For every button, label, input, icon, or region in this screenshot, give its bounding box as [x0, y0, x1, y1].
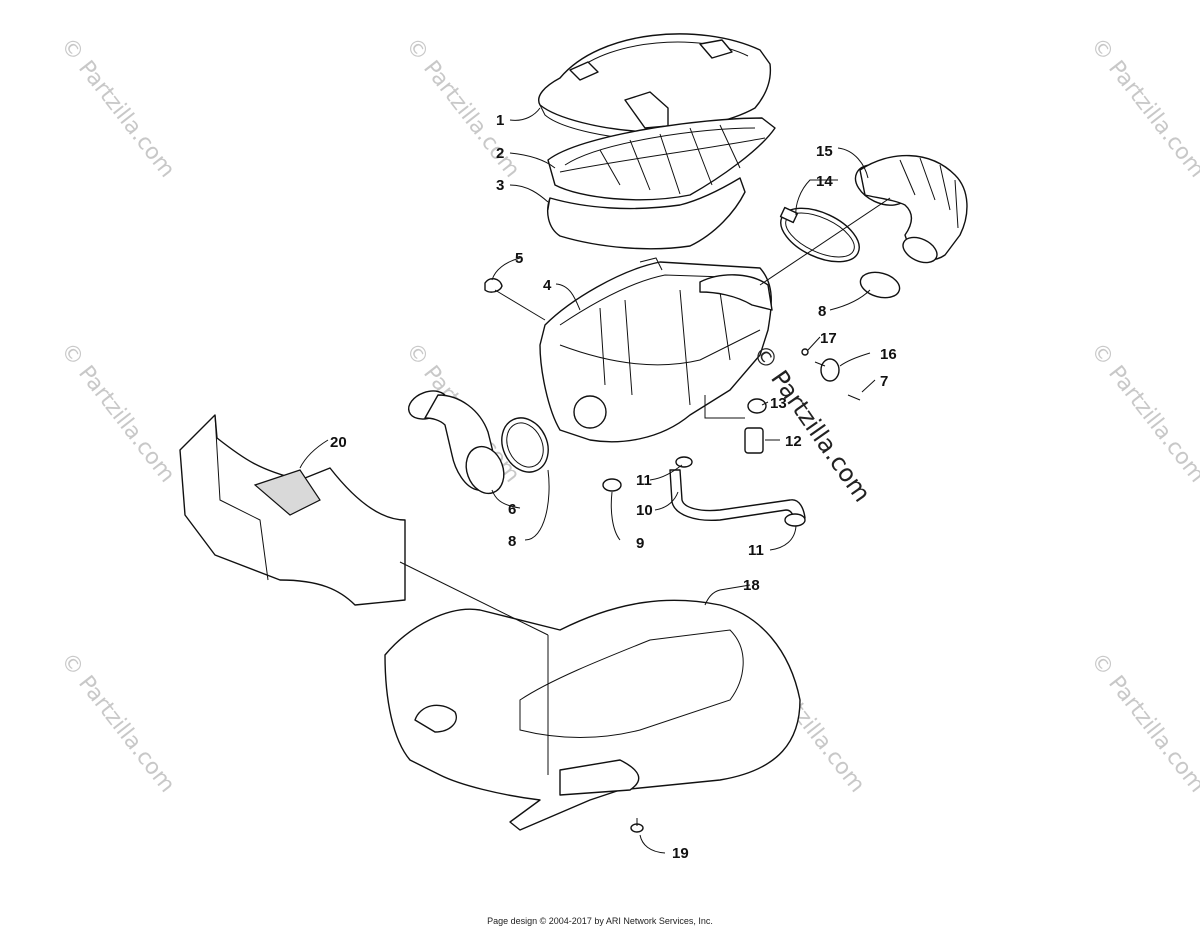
callout-4: 4 — [543, 277, 552, 294]
callout-11-upper: 11 — [636, 472, 652, 489]
part-14-large-clamp[interactable] — [773, 197, 868, 272]
part-12-cap[interactable] — [744, 427, 764, 454]
callout-7: 7 — [880, 373, 888, 390]
part-20-duct[interactable] — [179, 414, 406, 606]
callout-19: 19 — [672, 845, 689, 862]
part-8-clamp-upper[interactable] — [858, 268, 903, 302]
assembly-guide-lines — [399, 197, 891, 775]
callout-5: 5 — [515, 250, 523, 267]
watermark-mr: © Partzilla.com — [1085, 338, 1200, 487]
callout-11-lower: 11 — [748, 542, 764, 559]
callout-12: 12 — [785, 433, 802, 450]
part-2-filter-frame[interactable] — [547, 117, 776, 201]
part-13-fitting[interactable] — [747, 398, 767, 414]
callout-8-lower: 8 — [508, 533, 516, 550]
callout-17: 17 — [820, 330, 837, 347]
callout-16: 16 — [880, 346, 897, 363]
part-1-airbox-cover[interactable] — [538, 33, 772, 141]
watermark-tc: © Partzilla.com — [400, 33, 524, 182]
watermark-bl: © Partzilla.com — [55, 648, 179, 797]
watermark-br: © Partzilla.com — [1085, 648, 1200, 797]
part-11-clamp-b[interactable] — [784, 513, 806, 527]
callout-14: 14 — [816, 173, 833, 190]
watermark-tl: © Partzilla.com — [55, 33, 179, 182]
part-6-outlet-elbow[interactable] — [405, 386, 510, 499]
part-10-drain-hose[interactable] — [669, 469, 806, 522]
part-17-pin[interactable] — [801, 348, 809, 356]
watermark-tr: © Partzilla.com — [1085, 33, 1200, 182]
callout-20: 20 — [330, 434, 347, 451]
part-19-push-rivet[interactable] — [630, 818, 644, 833]
callout-13: 13 — [770, 395, 787, 412]
callout-1: 1 — [496, 112, 504, 129]
callout-3: 3 — [496, 177, 504, 194]
page-footer: Page design © 2004-2017 by ARI Network S… — [487, 916, 713, 926]
callout-10: 10 — [636, 502, 653, 519]
callout-2: 2 — [496, 145, 504, 162]
watermark-main: © Partzilla.com — [747, 339, 876, 507]
part-18-skid-plate[interactable] — [384, 599, 801, 831]
part-8-clamp-lower[interactable] — [493, 410, 557, 479]
part-16-valve[interactable] — [814, 358, 840, 382]
part-7-screw[interactable] — [847, 394, 861, 401]
callout-18: 18 — [743, 577, 760, 594]
callout-8-upper: 8 — [818, 303, 826, 320]
part-9-grommet[interactable] — [602, 478, 622, 492]
part-11-clamp-a[interactable] — [675, 456, 693, 468]
callout-9: 9 — [636, 535, 644, 552]
part-3-filter-element[interactable] — [547, 177, 746, 250]
part-4-airbox-body[interactable] — [539, 257, 773, 443]
callout-15: 15 — [816, 143, 833, 160]
part-5-clip[interactable] — [484, 278, 503, 293]
callout-6: 6 — [508, 501, 516, 518]
watermark-ml: © Partzilla.com — [55, 338, 179, 487]
part-15-intake-boot[interactable] — [849, 154, 968, 268]
callouts: 1 2 3 5 4 15 14 8 17 16 7 13 12 20 11 6 … — [330, 112, 897, 862]
leader-lines — [299, 107, 876, 854]
